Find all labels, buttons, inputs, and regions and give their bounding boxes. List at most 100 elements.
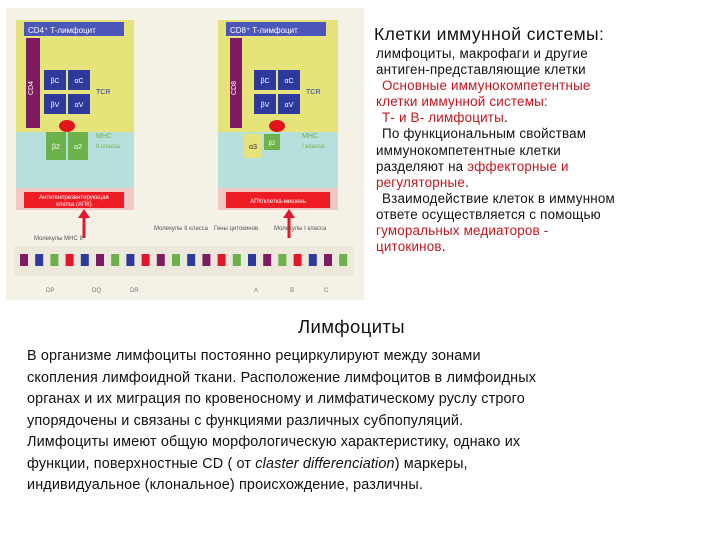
- gene-mark: [339, 254, 348, 266]
- mhc-label-right: MHC: [302, 133, 318, 140]
- right-line-3: Основные иммунокомпетентные: [382, 78, 591, 94]
- arrow-left-head: [78, 209, 90, 218]
- right-line-6: По функциональным свойствам: [382, 126, 587, 142]
- cd4-title: CD4⁺ T-лимфоцит: [28, 26, 96, 35]
- gene-label-b: B: [290, 288, 294, 294]
- right-line-8-red: эффекторные и: [467, 158, 569, 174]
- right-line-13-end: .: [441, 239, 446, 255]
- slide-title-colon: :: [599, 24, 605, 44]
- apc-right-label: АПК/клетка-мишень: [250, 199, 306, 205]
- para-line-6-italic: claster differenciation: [255, 455, 395, 472]
- para-line-6-c: ) маркеры,: [394, 455, 468, 472]
- body-paragraph: В организме лимфоциты постоянно рециркул…: [27, 346, 717, 497]
- gene-mark: [217, 254, 226, 266]
- para-line-1: В организме лимфоциты постоянно рециркул…: [27, 348, 481, 364]
- slide-title-text: Клетки иммунной системы: [374, 24, 599, 44]
- para-line-3: органах и их миграция по кровеносному и …: [27, 391, 525, 407]
- gene-mark: [232, 254, 241, 266]
- gene-mark: [20, 254, 28, 266]
- para-line-5: Лимфоциты имеют общую морфологическую ха…: [27, 434, 521, 450]
- right-line-9: регуляторные.: [376, 175, 716, 191]
- slide-title: Клетки иммунной системы:: [374, 24, 716, 44]
- tcr-mhc-figure: CD4⁺ T-лимфоцит CD4 βC αC βV αV TCR β2 α…: [6, 8, 364, 300]
- mhc-class-i-label: I класса: [302, 144, 325, 150]
- cd4-coreceptor: [26, 38, 40, 128]
- right-line-2: антиген-представляющие клетки: [376, 62, 586, 78]
- beta-c-label: βC: [50, 78, 59, 85]
- para-line-6-a: функции, поверхностные CD ( от: [27, 455, 256, 472]
- beta2m-domain: [264, 134, 280, 150]
- genes-label-1: Молекулы MHC II: [34, 236, 83, 242]
- gene-label-a: A: [254, 288, 258, 294]
- right-line-5: Т- и В- лимфоциты.: [382, 110, 716, 126]
- gene-label-dr: DR: [130, 288, 139, 294]
- beta-c-label-r: βC: [260, 78, 269, 85]
- right-line-1: лимфоциты, макрофаги и другие: [376, 46, 588, 61]
- tcr-label-left: TCR: [96, 89, 110, 96]
- alpha3-label: α3: [249, 144, 257, 151]
- cd8-title: CD8⁺ T-лимфоцит: [230, 26, 298, 35]
- antigen-peptide-right: [269, 120, 285, 132]
- cd4-title-bar: [24, 22, 124, 36]
- gene-mark: [65, 254, 74, 266]
- antigen-peptide-left: [59, 120, 75, 132]
- apc-target-label-bar: [226, 192, 330, 208]
- mhc-label-left: MHC: [96, 133, 112, 140]
- gene-strip-bg: [14, 246, 354, 276]
- gene-mark: [80, 254, 89, 266]
- right-line-5-end: .: [503, 110, 508, 126]
- beta-v-domain: [44, 94, 66, 114]
- right-text-block: Клетки иммунной системы: лимфоциты, макр…: [374, 24, 716, 255]
- cd8-vertical-label: CD8: [231, 81, 238, 95]
- right-line-13-red: цитокинов: [376, 239, 442, 255]
- beta-c-domain: [44, 70, 66, 90]
- gene-mark: [50, 254, 59, 266]
- gene-mark: [35, 254, 44, 266]
- right-line-4: клетки иммунной системы:: [376, 94, 548, 110]
- genes-label-4: Молекулы I класса: [274, 226, 327, 232]
- gene-mark: [202, 254, 211, 266]
- gene-mark: [263, 254, 272, 266]
- beta-v-label-r: βV: [261, 102, 270, 109]
- cd8-title-bar: [226, 22, 326, 36]
- gene-mark: [278, 254, 287, 266]
- gene-label-dq: DQ: [92, 288, 101, 294]
- alpha-c-label: αC: [74, 78, 83, 85]
- gene-mark: [187, 254, 196, 266]
- gene-mark: [156, 254, 165, 266]
- beta-c-domain-r: [254, 70, 276, 90]
- right-line-9-end: .: [465, 174, 469, 190]
- alpha2-domain: [68, 132, 88, 160]
- tcr-label-right: TCR: [306, 89, 320, 96]
- para-line-6: функции, поверхностные CD ( от claster d…: [27, 454, 717, 476]
- right-line-5-text: Т- и В- лимфоциты: [382, 110, 504, 126]
- section-title: Лимфоциты: [298, 316, 406, 337]
- genes-label-2: Молекулы II класса: [154, 226, 209, 232]
- gene-marks: [20, 254, 348, 266]
- apc-label-bar: [24, 192, 124, 208]
- apc-left-label-1: Антигенпрезентирующая: [39, 195, 109, 201]
- gene-mark: [96, 254, 104, 266]
- alpha-c-domain-r: [278, 70, 300, 90]
- alpha-v-label-r: αV: [285, 102, 294, 109]
- right-line-8-text: разделяют на: [376, 158, 468, 174]
- right-line-10: Взаимодействие клеток в иммунном: [382, 190, 615, 206]
- para-line-4: упорядочены и связаны с функциями различ…: [27, 412, 464, 429]
- right-line-13: цитокинов.: [376, 239, 716, 255]
- alpha-c-domain: [68, 70, 90, 90]
- tcr-mhc-diagram: CD4⁺ T-лимфоцит CD4 βC αC βV αV TCR β2 α…: [14, 20, 354, 294]
- para-line-7: индивидуальное (клональное) происхождени…: [27, 477, 424, 493]
- genes-label-3: Гены цитокинов: [214, 226, 258, 232]
- alpha3-domain: [244, 134, 262, 158]
- alpha-v-domain: [68, 94, 90, 114]
- gene-label-dp: DP: [46, 288, 54, 294]
- right-line-9-red: регуляторные: [376, 174, 465, 190]
- gene-mark: [111, 254, 120, 266]
- alpha-v-label: αV: [75, 102, 84, 109]
- gene-mark: [293, 254, 302, 266]
- gene-mark: [248, 254, 256, 266]
- right-line-8: разделяют на эффекторные и: [376, 159, 716, 175]
- gene-mark: [126, 254, 135, 266]
- right-line-11: ответе осуществляется с помощью: [376, 206, 601, 222]
- alpha-v-domain-r: [278, 94, 300, 114]
